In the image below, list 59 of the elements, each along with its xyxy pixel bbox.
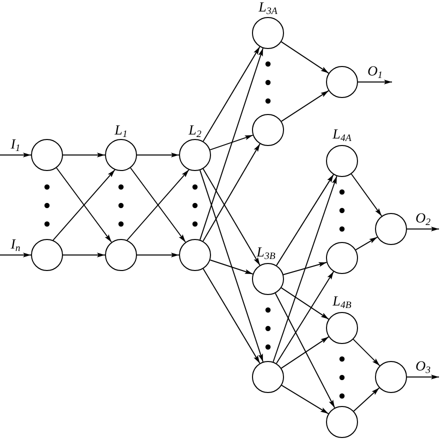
node-circle <box>179 139 211 171</box>
layer-label: L$_{3B}$ <box>256 245 276 261</box>
arrow <box>272 176 338 362</box>
node-circle <box>252 361 284 393</box>
edge-label: I$_{1}$ <box>10 137 22 153</box>
arrow <box>281 384 329 414</box>
node-circle <box>375 213 407 245</box>
arrow <box>0 252 32 258</box>
layer-label: L$_{2}$ <box>188 123 202 139</box>
arrow <box>136 252 180 258</box>
edge-label: O$_{3}$ <box>414 359 432 375</box>
arrow <box>406 374 440 380</box>
arrow <box>280 41 330 74</box>
arrow <box>352 338 380 366</box>
node-circle <box>105 239 137 271</box>
node-circle <box>326 145 358 177</box>
arrow <box>280 336 330 369</box>
arrow <box>350 173 382 217</box>
arrow <box>210 260 254 274</box>
node-circle <box>31 139 63 171</box>
arrow <box>202 168 260 266</box>
arrow <box>276 174 334 266</box>
arrow <box>406 226 440 232</box>
edge-label: I$_{n}$ <box>10 237 22 253</box>
node-circle <box>326 66 358 98</box>
edge-label: O$_{1}$ <box>366 64 384 80</box>
arrow <box>200 170 264 362</box>
layer-label: L$_{4A}$ <box>332 127 352 143</box>
arrow <box>274 292 336 408</box>
arrow <box>358 80 392 84</box>
arrow <box>0 152 32 158</box>
node-circle <box>31 239 63 271</box>
node-circle <box>326 312 358 344</box>
arrow <box>202 268 260 364</box>
arrow <box>200 48 264 240</box>
node-circle <box>105 139 137 171</box>
edge-label: O$_{2}$ <box>414 211 432 227</box>
node-circle <box>252 263 284 295</box>
node-circle <box>326 406 358 438</box>
arrow <box>136 152 180 158</box>
node-circle <box>375 361 407 393</box>
arrow <box>276 271 334 364</box>
arrow <box>280 287 330 320</box>
arrow <box>210 134 254 150</box>
arrow <box>280 90 330 122</box>
arrow <box>353 387 380 412</box>
arrow <box>62 252 106 258</box>
arrow <box>62 152 106 158</box>
layer-label: L$_{1}$ <box>114 123 128 139</box>
arrow <box>282 262 328 276</box>
arrow <box>355 236 378 250</box>
node-circle <box>252 17 284 49</box>
node-circle <box>252 114 284 146</box>
layer-label: L$_{4B}$ <box>332 294 352 310</box>
node-circle <box>326 242 358 274</box>
node-circle <box>179 239 211 271</box>
arrow <box>202 46 260 142</box>
layer-label: L$_{3A}$ <box>258 0 278 16</box>
arrow <box>202 143 260 242</box>
